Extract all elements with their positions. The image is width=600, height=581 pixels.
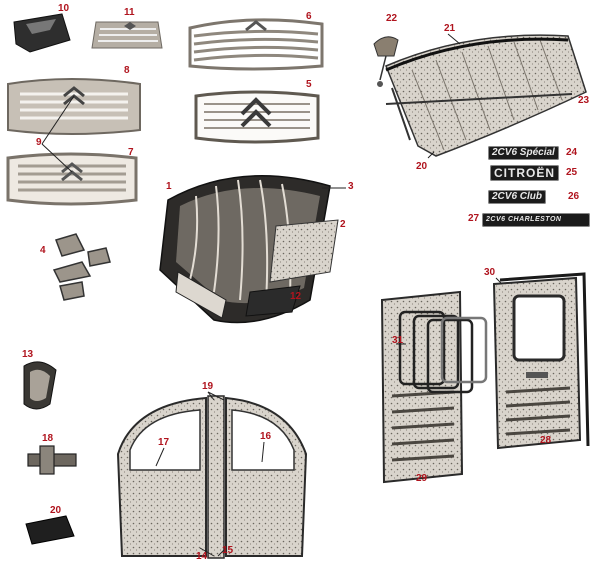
callout-13: 13 bbox=[22, 349, 34, 360]
part-19-centre-pillar bbox=[207, 395, 225, 559]
callout-25: 25 bbox=[566, 167, 578, 178]
part-16-front-door-right bbox=[225, 396, 308, 557]
callout-7: 7 bbox=[128, 147, 134, 158]
part-28-door-with-window bbox=[492, 276, 582, 450]
callout-3: 3 bbox=[348, 181, 354, 192]
part-8-grille-frame bbox=[7, 78, 141, 135]
callout-5: 5 bbox=[306, 79, 312, 90]
badge-2cv6-club: 2CV6 Club bbox=[488, 190, 547, 204]
callout-8: 8 bbox=[124, 65, 130, 76]
callout-18: 18 bbox=[42, 433, 54, 444]
part-22-roof-clip bbox=[373, 36, 399, 87]
callout-14: 14 bbox=[196, 551, 208, 562]
callout-30: 30 bbox=[484, 267, 496, 278]
part-18-door-hinge bbox=[27, 445, 77, 475]
part-31-window-frames bbox=[398, 310, 488, 394]
part-10-grille-cover bbox=[13, 13, 71, 53]
part-17-front-door-left bbox=[116, 396, 207, 557]
part-13-pillar-trim bbox=[23, 361, 57, 410]
callout-2: 2 bbox=[340, 219, 346, 230]
part-7-chrome-grille bbox=[6, 152, 138, 206]
part-20-rubber-pad bbox=[25, 515, 75, 545]
part-12-seal-strip bbox=[245, 285, 301, 317]
part-4-hinge-brackets bbox=[52, 233, 111, 301]
part-2-bonnet-liner bbox=[269, 219, 339, 283]
callout-16: 16 bbox=[260, 431, 272, 442]
part-5-chevron-grille bbox=[194, 90, 320, 144]
callout-4: 4 bbox=[40, 245, 46, 256]
callout-19: 19 bbox=[202, 381, 214, 392]
callout-20-roof: 20 bbox=[416, 161, 428, 172]
callout-10: 10 bbox=[58, 3, 70, 14]
badge-citroen: CITROËN bbox=[490, 165, 559, 181]
callout-26: 26 bbox=[568, 191, 580, 202]
callout-24: 24 bbox=[566, 147, 578, 158]
part-23-roof-rod bbox=[385, 87, 573, 141]
part-6-chrome-grille bbox=[188, 18, 324, 71]
badge-2cv6-special: 2CV6 Spécial bbox=[488, 146, 559, 160]
part-30-door-seal bbox=[499, 272, 590, 447]
part-11-grille-plate bbox=[91, 21, 163, 49]
callout-12: 12 bbox=[290, 291, 302, 302]
callout-31: 31 bbox=[392, 335, 404, 346]
callout-29: 29 bbox=[416, 473, 428, 484]
callout-20-pad: 20 bbox=[50, 505, 62, 516]
callout-17: 17 bbox=[158, 437, 170, 448]
callout-22: 22 bbox=[386, 13, 398, 24]
callout-15: 15 bbox=[222, 545, 234, 556]
callout-27: 27 bbox=[468, 213, 480, 224]
badge-2cv6-charleston: 2CV6 CHARLESTON bbox=[482, 213, 590, 227]
callout-28: 28 bbox=[540, 435, 552, 446]
callout-21: 21 bbox=[444, 23, 456, 34]
callout-9: 9 bbox=[36, 137, 42, 148]
callout-6: 6 bbox=[306, 11, 312, 22]
callout-23: 23 bbox=[578, 95, 590, 106]
callout-11: 11 bbox=[124, 7, 135, 18]
callout-1: 1 bbox=[166, 181, 172, 192]
part-1-bonnet bbox=[159, 175, 331, 324]
